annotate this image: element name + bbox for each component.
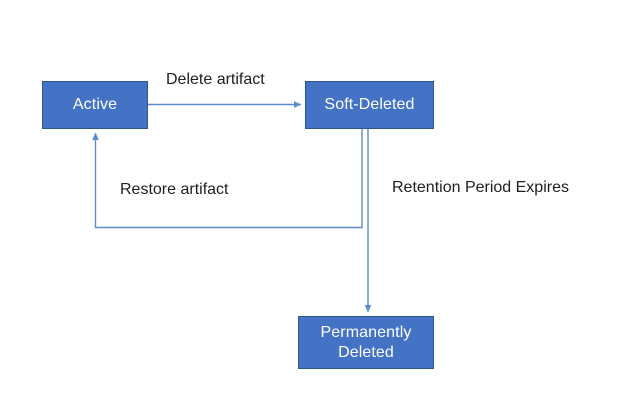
edge-label-restore-artifact: Restore artifact	[120, 181, 229, 198]
node-permanently-deleted[interactable]: Permanently Deleted	[298, 316, 434, 369]
edge-label-delete-artifact: Delete artifact	[166, 71, 265, 88]
node-active[interactable]: Active	[42, 81, 148, 129]
node-soft-deleted[interactable]: Soft-Deleted	[305, 81, 434, 129]
edge-restore-artifact	[92, 129, 363, 229]
edge-label-retention-period-expires: Retention Period Expires	[392, 179, 569, 196]
